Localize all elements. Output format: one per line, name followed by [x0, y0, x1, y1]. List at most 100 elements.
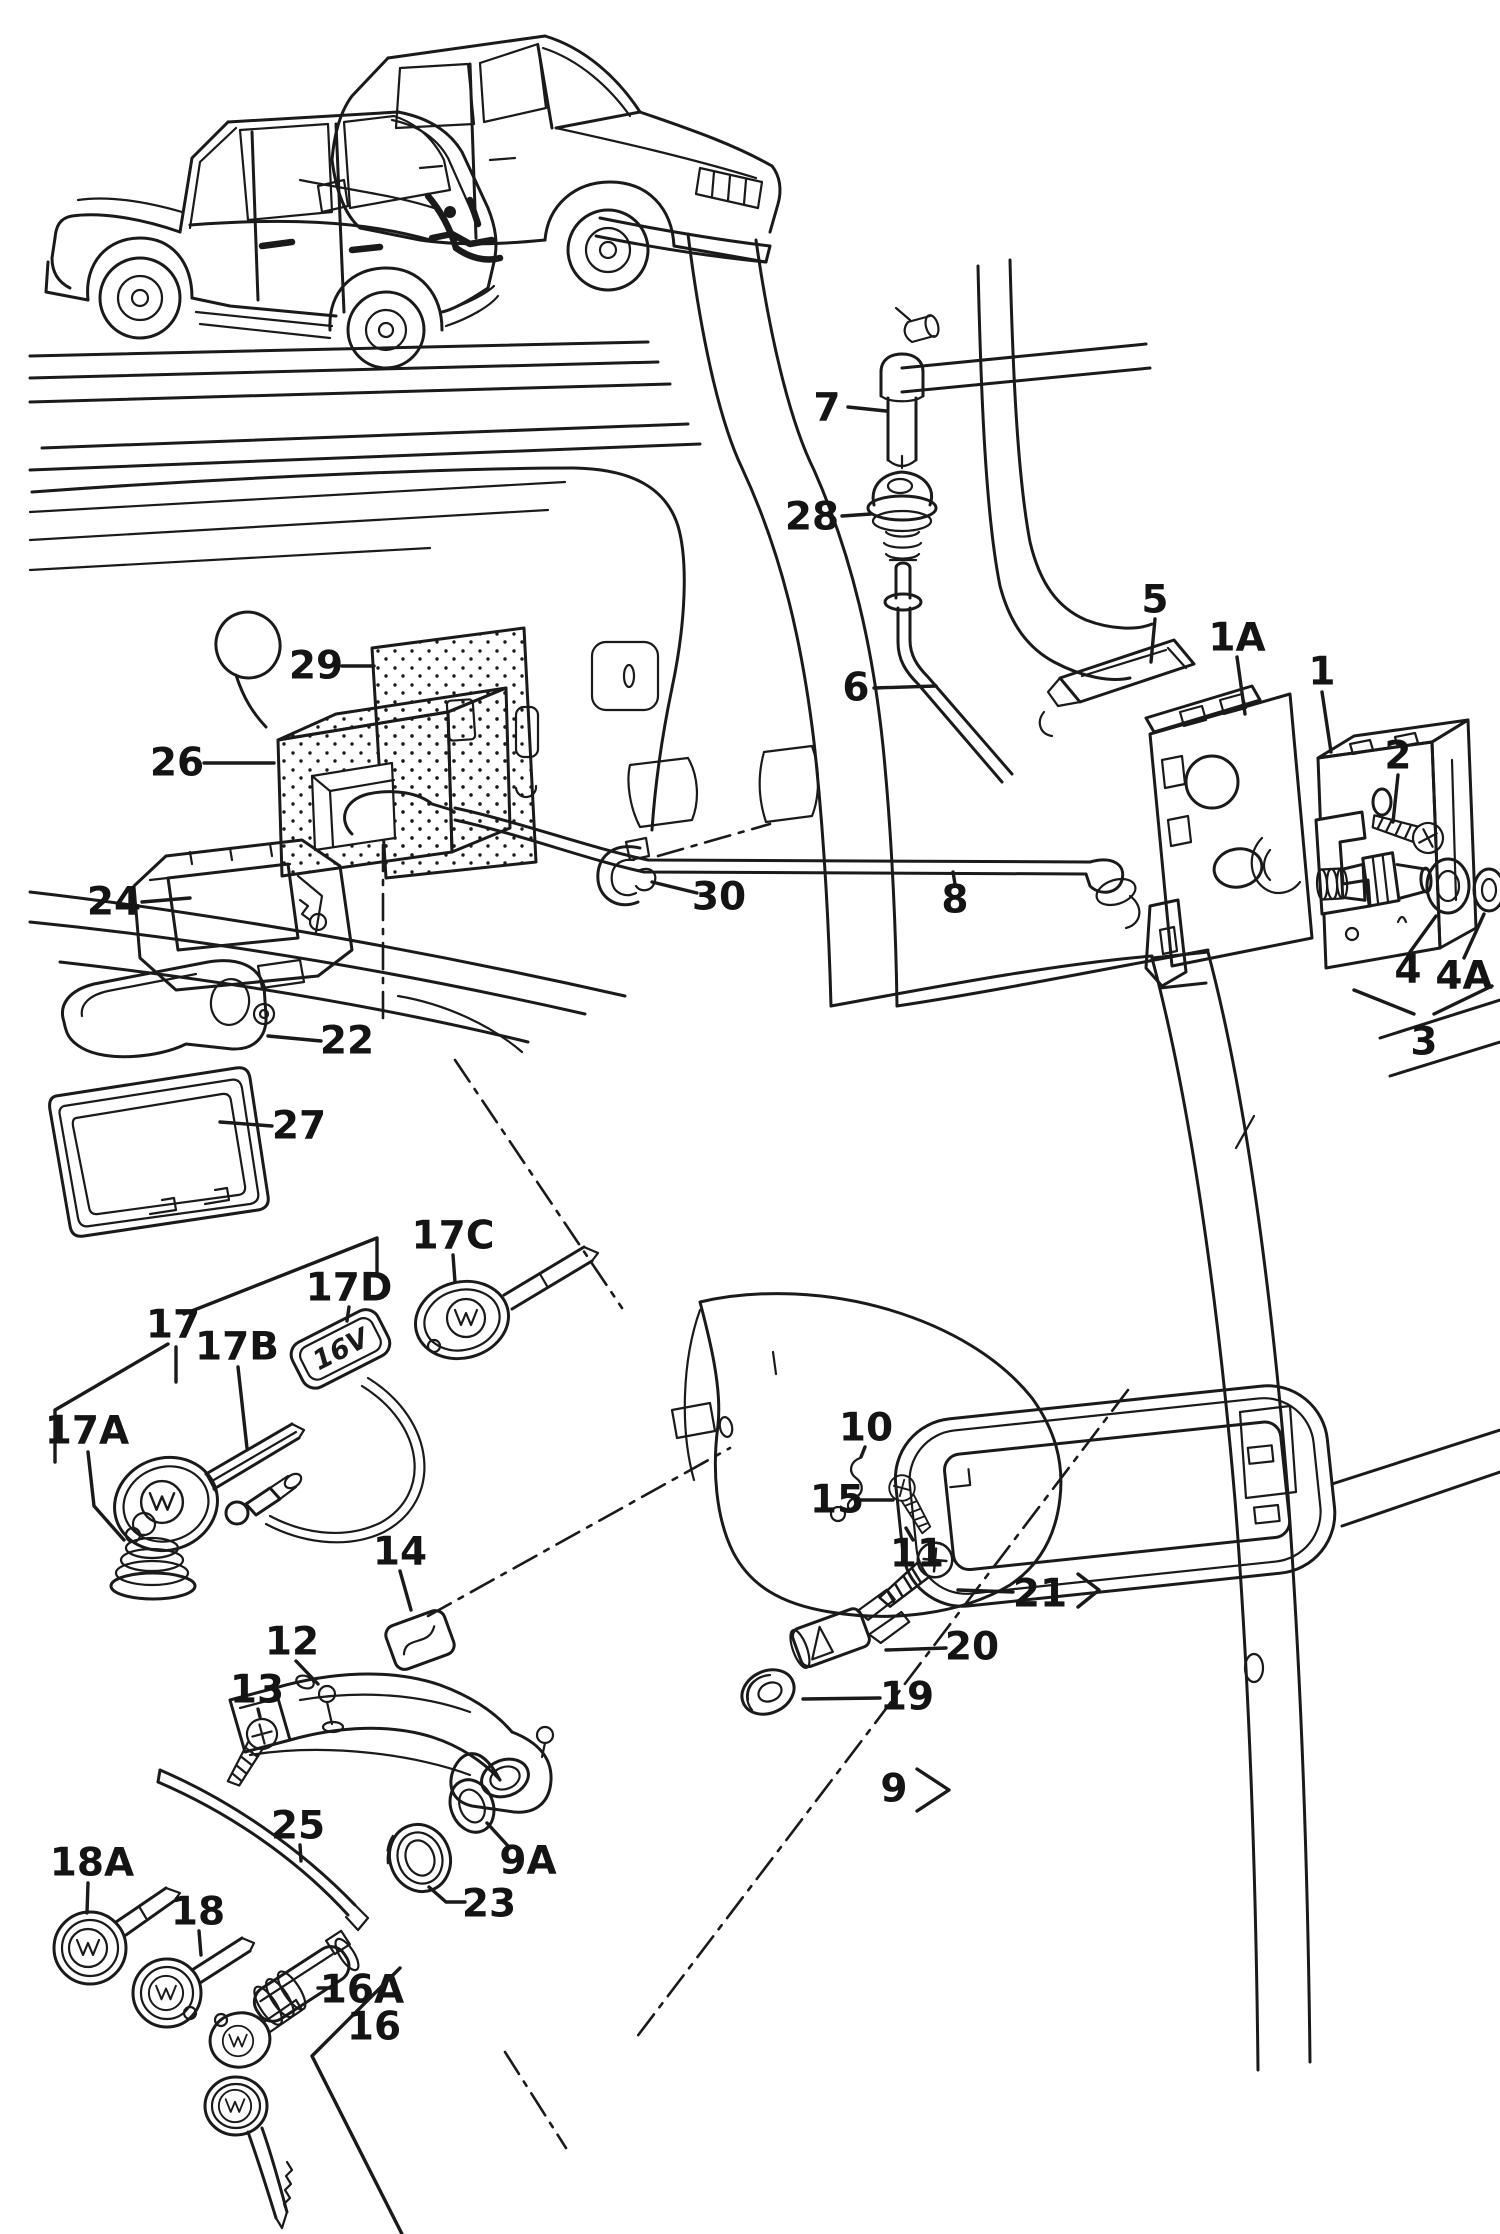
- gasket-9A: [448, 1778, 496, 1834]
- callout-29: 29: [289, 644, 343, 689]
- callout-26: 26: [150, 741, 204, 786]
- callout-4A: 4A: [1435, 954, 1492, 999]
- callout-17D: 17D: [306, 1266, 393, 1311]
- leader-line: [956, 1588, 1015, 1594]
- in-door-lock-mechanism-highlight: [298, 178, 504, 263]
- cylinder-housing-20: [789, 1588, 911, 1669]
- leader-line: [85, 1881, 90, 1915]
- callout-17C: 17C: [412, 1214, 495, 1259]
- leader-line: [951, 870, 957, 886]
- trim-frame-27: [48, 1066, 270, 1238]
- leader-line: [915, 1767, 951, 1813]
- key-18: [131, 1936, 256, 2029]
- drain-hole-teardrop: [214, 610, 282, 729]
- door-skin-section: [683, 1292, 1063, 1618]
- leader-line: [801, 1696, 882, 1701]
- callout-15: 15: [810, 1478, 864, 1523]
- leader-line: [884, 1646, 948, 1652]
- outer-door-handle-9: [228, 1672, 555, 1814]
- leader-line: [485, 1821, 511, 1849]
- callout-12: 12: [265, 1620, 319, 1665]
- leader-line: [140, 896, 192, 904]
- callout-10: 10: [839, 1406, 893, 1451]
- lock-rod-6: [883, 561, 1014, 784]
- handle-bezel-15: [893, 1384, 1337, 1608]
- callout-6: 6: [842, 666, 869, 711]
- leader-line: [1408, 914, 1438, 954]
- callout-17: 17: [146, 1303, 200, 1348]
- leader-line: [904, 1526, 915, 1542]
- callout-16: 16: [347, 2005, 401, 2050]
- inner-door-handle-22: [61, 959, 276, 1059]
- callout-1A: 1A: [1208, 616, 1265, 661]
- leader-line: [427, 1885, 467, 1904]
- callout-17B: 17B: [195, 1325, 279, 1370]
- callout-24: 24: [87, 880, 141, 925]
- leader-line: [197, 1929, 203, 1957]
- callout-5: 5: [1141, 578, 1168, 623]
- leader-line: [1462, 912, 1486, 960]
- leader-line: [182, 1236, 379, 1316]
- leader-line: [86, 1450, 126, 1542]
- rod-loop: [343, 790, 454, 836]
- callout-3: 3: [1410, 1020, 1437, 1065]
- panel-cutout-b: [758, 744, 820, 824]
- door-handle-marks: [258, 238, 384, 254]
- spring-seal-19: [740, 1668, 796, 1716]
- leader-line: [294, 1659, 320, 1686]
- callout-19: 19: [880, 1675, 934, 1720]
- callout-25: 25: [271, 1804, 325, 1849]
- callout-18A: 18A: [50, 1841, 134, 1886]
- panel-cutout-oval: [622, 663, 636, 689]
- knob-grommet-28: [866, 470, 938, 562]
- pin-12: [295, 1674, 345, 1734]
- foam-block-26: [276, 686, 512, 878]
- leader-line: [345, 1305, 351, 1323]
- key-cord: [264, 1376, 426, 1544]
- callout-27: 27: [272, 1104, 326, 1149]
- callout-30: 30: [692, 875, 746, 920]
- section-lines-lower: [381, 843, 1130, 2150]
- callout-23: 23: [462, 1882, 516, 1927]
- leader-line: [398, 1569, 413, 1612]
- body-section-lines: [976, 258, 1154, 681]
- leader-line: [298, 1843, 303, 1863]
- keys-16: [203, 1998, 304, 2230]
- leader-line: [1320, 690, 1333, 754]
- backing-strip-25: [156, 1768, 370, 1932]
- callout-8: 8: [941, 878, 968, 923]
- cylinder-ring-23: [386, 1822, 452, 1894]
- leader-line: [846, 405, 888, 413]
- leader-line: [1076, 1572, 1101, 1609]
- leader-line: [451, 1253, 457, 1284]
- callout-18: 18: [171, 1890, 225, 1935]
- leader-line: [840, 512, 873, 518]
- callout-2: 2: [1384, 734, 1411, 779]
- leader-line: [650, 880, 699, 895]
- rod-clip-30: [596, 822, 772, 907]
- car-hatchback-drawing: [44, 110, 504, 370]
- callout-13: 13: [230, 1668, 284, 1713]
- callout-28: 28: [785, 495, 839, 540]
- callout-17A: 17A: [45, 1409, 129, 1454]
- key-grommet-17A: [109, 1511, 197, 1601]
- leader-line: [1149, 617, 1157, 664]
- spare-key-17C: [413, 1245, 600, 1361]
- washer-4: [1425, 857, 1471, 915]
- light-key-bulb-17B: [224, 1472, 303, 1526]
- callout-4: 4: [1394, 948, 1421, 993]
- leader-line: [1235, 655, 1247, 716]
- leader-line: [256, 1707, 262, 1719]
- clip-10: [829, 1456, 863, 1523]
- key-18A: [52, 1886, 182, 1986]
- callout-9A: 9A: [499, 1839, 556, 1884]
- body-pin: [894, 306, 940, 344]
- rod-guide-5: [1038, 638, 1196, 738]
- leader-line: [1432, 984, 1494, 1016]
- callout-11: 11: [890, 1532, 944, 1577]
- pad-14: [384, 1609, 456, 1671]
- washer-4A: [1472, 867, 1500, 913]
- leader-line: [53, 1342, 170, 1464]
